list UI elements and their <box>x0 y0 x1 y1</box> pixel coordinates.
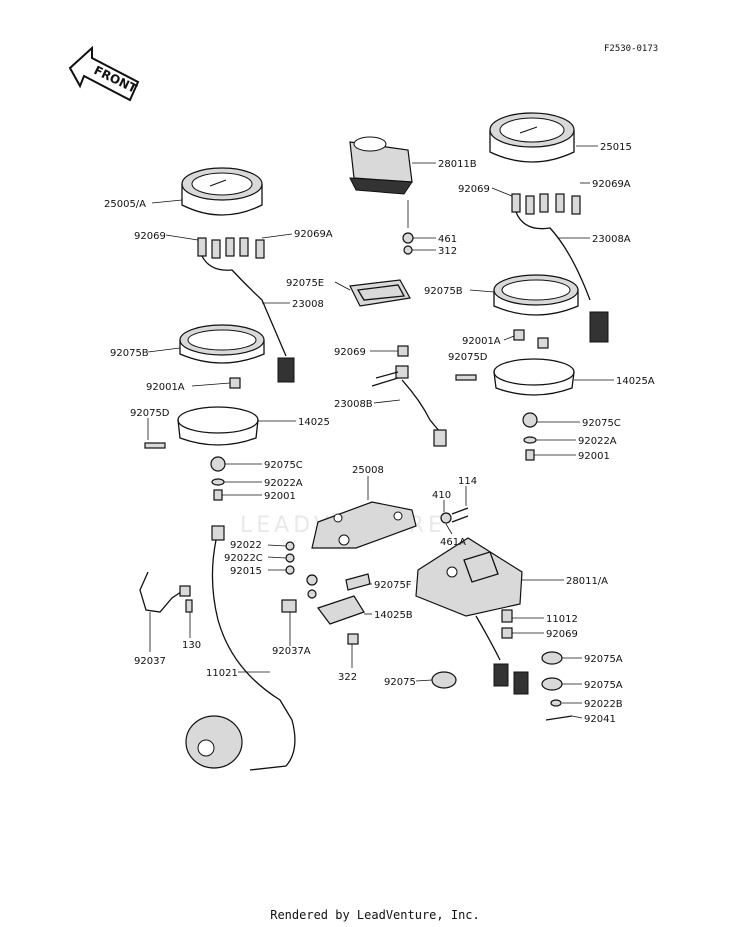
label-92001-left: 92001 <box>264 491 296 502</box>
label-25015: 25015 <box>600 142 632 153</box>
fuel-gauge <box>349 136 414 255</box>
right-meter-case <box>489 112 575 163</box>
label-92001-right: 92001 <box>578 451 610 462</box>
label-130: 130 <box>182 640 201 651</box>
left-meter-bracket <box>144 377 259 501</box>
label-410: 410 <box>432 490 451 501</box>
label-14025: 14025 <box>298 417 330 428</box>
label-28011b: 28011B <box>438 159 477 170</box>
left-rubber-ring <box>179 324 265 364</box>
label-92069-right: 92069 <box>458 184 490 195</box>
label-92022: 92022 <box>230 540 262 551</box>
label-92022a-right: 92022A <box>578 436 617 447</box>
label-92022c: 92022C <box>224 553 263 564</box>
label-461a: 461A <box>440 537 466 548</box>
indicator-harness <box>371 345 447 447</box>
label-23008: 23008 <box>292 299 324 310</box>
label-14025a: 14025A <box>616 376 655 387</box>
label-14025b: 14025B <box>374 610 413 621</box>
label-92069-middle: 92069 <box>334 347 366 358</box>
label-25008: 25008 <box>352 465 384 476</box>
label-92075d-right: 92075D <box>448 352 488 363</box>
label-461: 461 <box>438 234 457 245</box>
label-92075e: 92075E <box>286 278 324 289</box>
label-92001a-right: 92001A <box>462 336 501 347</box>
label-92075f: 92075F <box>374 580 412 591</box>
label-92069a-left: 92069A <box>294 229 333 240</box>
label-114: 114 <box>458 476 477 487</box>
label-11012: 11012 <box>546 614 578 625</box>
label-92001a-left: 92001A <box>146 382 185 393</box>
label-92037a: 92037A <box>272 646 311 657</box>
label-92075c-left: 92075C <box>264 460 303 471</box>
label-92075b-right: 92075B <box>424 286 463 297</box>
label-11021: 11021 <box>206 668 238 679</box>
label-312: 312 <box>438 246 457 257</box>
leader-lines <box>147 145 614 719</box>
front-arrow-icon: FRONT <box>68 45 140 102</box>
label-92015: 92015 <box>230 566 262 577</box>
label-92022b: 92022B <box>584 699 623 710</box>
right-meter-bracket <box>455 329 575 461</box>
label-92022a-left: 92022A <box>264 478 303 489</box>
diagram-code: F2530-0173 <box>604 44 658 54</box>
label-92037: 92037 <box>134 656 166 667</box>
label-322: 322 <box>338 672 357 683</box>
left-meter-case <box>181 167 263 216</box>
label-23008b: 23008B <box>334 399 373 410</box>
label-92069a-right: 92069A <box>592 179 631 190</box>
part-labels: 25005/A 92069 92069A 23008 92075B 92001A… <box>104 142 655 725</box>
footer-credit: Rendered by LeadVenture, Inc. <box>270 908 480 922</box>
label-23008a: 23008A <box>592 234 631 245</box>
label-92075d-left: 92075D <box>130 408 170 419</box>
label-92075a-2: 92075A <box>584 680 623 691</box>
label-92041: 92041 <box>584 714 616 725</box>
right-bulb-sockets <box>511 193 609 343</box>
label-92069-left: 92069 <box>134 231 166 242</box>
cable-clamp <box>139 571 193 613</box>
speedometer-cable <box>185 525 296 771</box>
right-rubber-ring <box>493 274 579 316</box>
label-92075c-right: 92075C <box>582 418 621 429</box>
label-92075: 92075 <box>384 677 416 688</box>
label-92069-bottom: 92069 <box>546 629 578 640</box>
label-92075a-1: 92075A <box>584 654 623 665</box>
label-28011a: 28011/A <box>566 576 608 587</box>
left-bulb-sockets <box>197 237 295 383</box>
label-92075b-left: 92075B <box>110 348 149 359</box>
meter-cushion <box>349 279 411 307</box>
label-25005a: 25005/A <box>104 199 146 210</box>
